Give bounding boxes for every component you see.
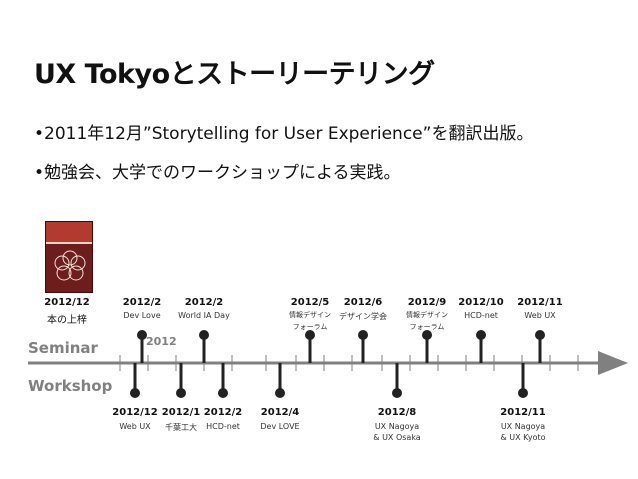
seminar-event-date: 2012/5	[291, 297, 329, 308]
workshop-pin-head	[130, 388, 140, 398]
seminar-event-date: 2012/11	[517, 297, 562, 308]
seminar-pin-head	[199, 330, 209, 340]
seminar-event-label: Web UX	[524, 311, 555, 320]
workshop-event-label: UX Nagoya	[375, 422, 419, 431]
workshop-pin-head	[176, 388, 186, 398]
workshop-event-label: Web UX	[119, 422, 150, 431]
workshop-event-date: 2012/8	[378, 407, 416, 418]
seminar-pin-head	[535, 330, 545, 340]
timeline-arrowhead	[598, 351, 628, 375]
seminar-event-date: 2012/10	[458, 297, 503, 308]
seminar-event-date: 2012/2	[123, 297, 161, 308]
seminar-event-label-2: フォーラム	[293, 322, 328, 332]
workshop-label: Workshop	[28, 377, 112, 395]
workshop-pin-head	[392, 388, 402, 398]
workshop-event-label-2: & UX Kyoto	[501, 433, 546, 442]
workshop-event-label-2: & UX Osaka	[373, 433, 420, 442]
workshop-event-label: 千葉工大	[165, 422, 197, 433]
workshop-pin-head	[275, 388, 285, 398]
workshop-pin-head	[218, 388, 228, 398]
seminar-event-label: HCD-net	[464, 311, 498, 320]
workshop-event-date: 2012/1	[162, 407, 200, 418]
workshop-event-date: 2012/11	[500, 407, 545, 418]
seminar-event-date: 2012/9	[408, 297, 446, 308]
seminar-pin-head	[476, 330, 486, 340]
seminar-event-label: 情報デザイン	[289, 310, 331, 320]
workshop-event-label: Dev LOVE	[260, 422, 299, 431]
seminar-event-date: 2012/2	[185, 297, 223, 308]
seminar-event-label: Dev Love	[123, 311, 160, 320]
seminar-event-label-2: フォーラム	[410, 322, 445, 332]
workshop-event-label: HCD-net	[206, 422, 240, 431]
workshop-event-date: 2012/12	[112, 407, 157, 418]
workshop-event-date: 2012/4	[261, 407, 299, 418]
seminar-label: Seminar	[28, 339, 98, 357]
seminar-event-label: World IA Day	[178, 311, 230, 320]
workshop-event-label: UX Nagoya	[501, 422, 545, 431]
seminar-pin-head	[358, 330, 368, 340]
seminar-event-label: デザイン学会	[339, 311, 387, 322]
year-label: 2012	[146, 335, 177, 348]
workshop-event-date: 2012/2	[204, 407, 242, 418]
seminar-event-label: 情報デザイン	[406, 310, 448, 320]
seminar-event-date: 2012/6	[344, 297, 382, 308]
workshop-pin-head	[518, 388, 528, 398]
